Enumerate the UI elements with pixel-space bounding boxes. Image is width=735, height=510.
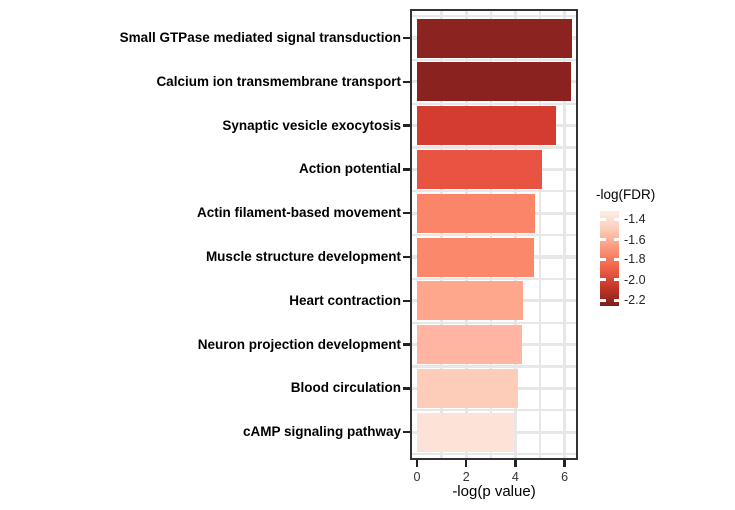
legend-tick-mark bbox=[613, 217, 619, 221]
h-gridline-minor bbox=[412, 190, 576, 193]
y-tick-mark bbox=[403, 124, 410, 127]
h-gridline-minor bbox=[412, 277, 576, 281]
y-axis-label: Small GTPase mediated signal transductio… bbox=[119, 30, 401, 45]
y-axis-label: Calcium ion transmembrane transport bbox=[156, 73, 401, 89]
bar-6 bbox=[417, 237, 534, 277]
x-tick-mark bbox=[415, 460, 419, 467]
legend-tick-mark bbox=[600, 238, 606, 241]
bar-4 bbox=[417, 149, 543, 189]
legend-tick-label: -1.8 bbox=[624, 252, 646, 267]
bar-10 bbox=[417, 412, 515, 452]
y-axis-label: Blood circulation bbox=[290, 380, 401, 396]
x-tick-label: 6 bbox=[561, 470, 569, 484]
bar-3 bbox=[417, 106, 556, 146]
y-tick-mark bbox=[403, 387, 410, 390]
legend-tick-label: -2.0 bbox=[624, 272, 646, 287]
y-tick-mark bbox=[403, 430, 410, 434]
legend-colorbar bbox=[600, 211, 619, 306]
y-tick-mark bbox=[403, 343, 410, 346]
v-gridline bbox=[562, 11, 567, 458]
y-axis-label: Actin filament-based movement bbox=[196, 205, 401, 221]
v-gridline bbox=[440, 11, 443, 458]
h-gridline-minor bbox=[412, 409, 576, 412]
y-axis-label: cAMP signaling pathway bbox=[242, 424, 401, 440]
bar-7 bbox=[417, 281, 523, 321]
legend-tick-mark bbox=[613, 238, 619, 241]
v-gridline bbox=[538, 11, 542, 458]
y-axis-label: Heart contraction bbox=[289, 292, 401, 308]
x-tick-mark bbox=[514, 460, 517, 467]
y-tick-mark bbox=[403, 211, 410, 215]
y-axis-label: Action potential bbox=[299, 161, 401, 177]
panel-border bbox=[410, 9, 578, 460]
legend-tick-mark bbox=[600, 298, 606, 302]
h-gridline-minor bbox=[412, 58, 576, 62]
h-gridline-minor bbox=[412, 452, 576, 456]
x-tick-mark bbox=[563, 460, 566, 467]
x-tick-label: 0 bbox=[413, 470, 421, 484]
bar-2 bbox=[417, 62, 571, 102]
legend-tick-mark bbox=[600, 217, 606, 221]
legend-tick-label: -1.6 bbox=[624, 232, 646, 247]
x-tick-label: 4 bbox=[511, 470, 519, 484]
h-gridline-minor bbox=[412, 233, 576, 237]
bar-1 bbox=[417, 18, 572, 58]
h-gridline-minor bbox=[412, 321, 576, 324]
legend-tick-mark bbox=[613, 278, 619, 282]
legend-tick-mark bbox=[613, 298, 619, 302]
v-gridline bbox=[464, 11, 468, 458]
bar-9 bbox=[417, 368, 518, 408]
x-tick-label: 2 bbox=[462, 470, 470, 484]
h-gridline-minor bbox=[412, 365, 576, 368]
v-gridline bbox=[489, 11, 492, 458]
h-gridline-minor bbox=[412, 14, 576, 18]
y-axis-label: Synaptic vesicle exocytosis bbox=[222, 117, 401, 133]
y-tick-mark bbox=[403, 80, 410, 84]
legend-tick-mark bbox=[600, 278, 606, 282]
legend-title: -log(FDR) bbox=[596, 187, 656, 202]
y-tick-mark bbox=[403, 299, 410, 303]
legend-tick-label: -1.4 bbox=[624, 212, 646, 227]
y-axis-label: Neuron projection development bbox=[197, 336, 401, 352]
h-gridline-minor bbox=[412, 102, 576, 105]
y-tick-mark bbox=[403, 168, 410, 171]
legend-tick-label: -2.2 bbox=[624, 293, 646, 308]
v-gridline bbox=[513, 11, 518, 458]
bar-5 bbox=[417, 193, 536, 233]
x-tick-mark bbox=[464, 460, 468, 467]
y-tick-mark bbox=[403, 36, 410, 40]
legend-tick-mark bbox=[600, 257, 606, 261]
h-gridline-minor bbox=[412, 146, 576, 149]
y-tick-mark bbox=[403, 255, 410, 259]
x-axis-title: -log(p value) bbox=[452, 483, 536, 500]
legend-tick-mark bbox=[613, 257, 619, 261]
y-axis-label: Muscle structure development bbox=[205, 249, 401, 264]
bar-8 bbox=[417, 325, 522, 365]
